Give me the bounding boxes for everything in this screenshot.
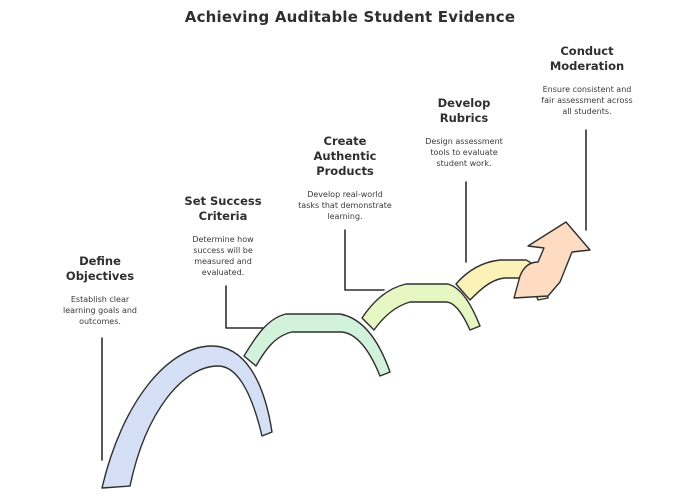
step-title: Define Objectives — [65, 254, 135, 283]
step-description: Ensure consistent and fair assessment ac… — [541, 85, 633, 116]
ribbon-step-1 — [101, 345, 273, 489]
connector-line-2 — [225, 285, 271, 329]
step-develop-rubrics: Develop Rubrics Design assessment tools … — [404, 96, 524, 169]
step-title: Create Authentic Products — [313, 134, 377, 178]
diagram-title: Achieving Auditable Student Evidence — [184, 8, 516, 26]
step-description: Determine how success will be measured a… — [192, 235, 254, 277]
step-define-objectives: Define Objectives Establish clear learni… — [40, 254, 160, 327]
step-create-authentic-products: Create Authentic Products Develop real-w… — [280, 134, 410, 222]
ribbon-step-3 — [361, 283, 481, 331]
step-description: Design assessment tools to evaluate stud… — [425, 137, 503, 168]
step-description: Establish clear learning goals and outco… — [62, 295, 138, 326]
step-conduct-moderation: Conduct Moderation Ensure consistent and… — [522, 44, 652, 117]
step-title: Develop Rubrics — [437, 96, 491, 125]
step-title: Conduct Moderation — [549, 44, 625, 73]
step-set-success-criteria: Set Success Criteria Determine how succe… — [163, 194, 283, 278]
ribbon-step-2 — [243, 313, 391, 377]
step-title: Set Success Criteria — [184, 194, 262, 223]
step-description: Develop real-world tasks that demonstrat… — [298, 190, 392, 221]
ribbon-step-5-arrow — [513, 221, 591, 299]
connector-line-3 — [344, 229, 385, 291]
